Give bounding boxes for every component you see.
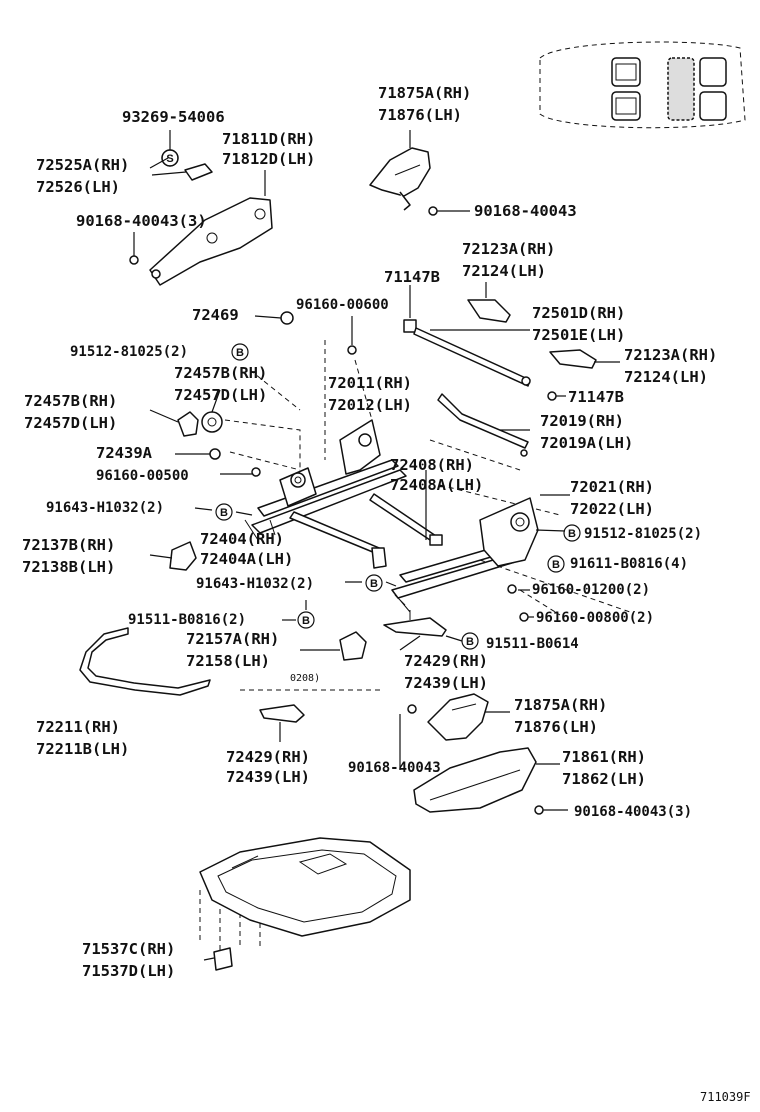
label-90168-40043-3-a: 90168-40043(3) [76, 212, 207, 230]
label-72501e-lh: 72501E(LH) [532, 326, 625, 344]
bolt-b-badge-icon: B [365, 574, 383, 592]
label-72469: 72469 [192, 306, 239, 324]
label-72439a: 72439A [96, 444, 153, 462]
label-90168-40043-top: 90168-40043 [474, 202, 577, 220]
bolt-b-badge-icon: B [461, 632, 479, 650]
label-71812d-lh: 71812D(LH) [222, 150, 315, 168]
label-72123a-rh-top: 72123A(RH) [462, 240, 555, 258]
svg-text:B: B [466, 636, 474, 648]
label-91512-81025-2-right: 91512-81025(2) [584, 526, 702, 542]
label-72138b-lh: 72138B(LH) [22, 558, 115, 576]
label-72011-rh: 72011(RH) [328, 374, 412, 392]
bolt-b-badge-icon: B [547, 555, 565, 573]
center-cross-bar-part [289, 493, 443, 569]
label-72457d-lh-b: 72457D(LH) [24, 414, 117, 432]
svg-text:B: B [552, 559, 560, 571]
screw-s-badge-icon: S [161, 149, 179, 167]
label-91512-81025-2-left: 91512-81025(2) [70, 344, 188, 360]
label-96160-00600: 96160-00600 [296, 297, 389, 313]
seat-shield-71861-part [413, 747, 544, 815]
cap-71537c-part [213, 947, 233, 971]
label-72404a-lh: 72404A(LH) [200, 550, 293, 568]
label-72158-lh: 72158(LH) [186, 652, 270, 670]
label-72439-lh-b: 72439(LH) [226, 768, 310, 786]
label-72457b-rh-b: 72457B(RH) [24, 392, 117, 410]
svg-text:B: B [236, 347, 244, 359]
svg-text:B: B [220, 507, 228, 519]
label-90168-40043-3-b: 90168-40043(3) [574, 804, 692, 820]
label-71875a-rh-top: 71875A(RH) [378, 84, 471, 102]
svg-text:S: S [166, 153, 173, 165]
bolt-b-badge-icon: B [231, 343, 249, 361]
bolt-b-badge-icon: B [563, 524, 581, 542]
label-72124-lh-mid: 72124(LH) [624, 368, 708, 386]
label-71876-lh-bot: 71876(LH) [514, 718, 598, 736]
hinge-cover-upper-part [369, 147, 438, 216]
label-71875a-rh-bot: 71875A(RH) [514, 696, 607, 714]
bracket-72157a-part [339, 631, 367, 661]
bolt-b-badge-icon: B [215, 503, 233, 521]
label-72408a-lh: 72408A(LH) [390, 476, 483, 494]
label-72526-lh: 72526(LH) [36, 178, 120, 196]
svg-text:B: B [370, 578, 378, 590]
bracket-72429-upper-part [383, 610, 447, 637]
diagram-reference-code: 711039F [700, 1090, 751, 1104]
label-91511-b0614: 91511-B0614 [486, 636, 579, 652]
bracket-72429-lower-part [259, 704, 305, 723]
label-91643-h1032-2-b: 91643-H1032(2) [196, 576, 314, 592]
label-71537c-rh: 71537C(RH) [82, 940, 175, 958]
label-72124-lh-top: 72124(LH) [462, 262, 546, 280]
label-72525a-rh: 72525A(RH) [36, 156, 129, 174]
wire-72211-part [79, 627, 211, 696]
label-72157a-rh: 72157A(RH) [186, 630, 279, 648]
label-91611-b0816-4: 91611-B0816(4) [570, 556, 688, 572]
adjuster-rod-part [437, 393, 529, 457]
label-72137b-rh: 72137B(RH) [22, 536, 115, 554]
label-72019a-lh: 72019A(LH) [540, 434, 633, 452]
label-91643-h1032-2-a: 91643-H1032(2) [46, 500, 164, 516]
label-71861-rh: 71861(RH) [562, 748, 646, 766]
label-72211b-lh: 72211B(LH) [36, 740, 129, 758]
label-72408-rh: 72408(RH) [390, 456, 474, 474]
label-72439-lh-a: 72439(LH) [404, 674, 488, 692]
label-72429-rh-b: 72429(RH) [226, 748, 310, 766]
bracket-72137b-part [169, 541, 197, 571]
label-71147b-top: 71147B [384, 268, 440, 286]
svg-text:B: B [302, 615, 310, 627]
bolt-b-badge-icon: B [297, 611, 315, 629]
label-71147b-mid: 71147B [568, 388, 624, 406]
label-72019-rh: 72019(RH) [540, 412, 624, 430]
label-72022-lh: 72022(LH) [570, 500, 654, 518]
gear-knob-part [177, 411, 223, 437]
label-93269-54006: 93269-54006 [122, 108, 225, 126]
label-72123a-rh-mid: 72123A(RH) [624, 346, 717, 364]
hinge-cover-lower-part [407, 693, 489, 741]
label-71876-lh-top: 71876(LH) [378, 106, 462, 124]
label-96160-00500: 96160-00500 [96, 468, 189, 484]
label-91511-b0816-2: 91511-B0816(2) [128, 612, 246, 628]
label-72404-rh: 72404(RH) [200, 530, 284, 548]
label-71537d-lh: 71537D(LH) [82, 962, 175, 980]
svg-text:B: B [568, 528, 576, 540]
label-72429-rh-a: 72429(RH) [404, 652, 488, 670]
label-72457d-lh-a: 72457D(LH) [174, 386, 267, 404]
label-72012-lh: 72012(LH) [328, 396, 412, 414]
label-90168-40043-bot: 90168-40043 [348, 760, 441, 776]
seat-cushion-frame-part [199, 837, 411, 937]
washer-72469-part [280, 311, 294, 325]
label-72457b-rh-a: 72457B(RH) [174, 364, 267, 382]
label-72501d-rh: 72501D(RH) [532, 304, 625, 322]
seat-track-left-rail-part [244, 419, 407, 541]
label-71862-lh: 71862(LH) [562, 770, 646, 788]
label-72021-rh: 72021(RH) [570, 478, 654, 496]
label-96160-00800-2: 96160-00800(2) [536, 610, 654, 626]
seat-track-right-rail-part [391, 497, 539, 622]
release-cable-part [403, 299, 597, 401]
label-72211-rh: 72211(RH) [36, 718, 120, 736]
label-71811d-rh: 71811D(RH) [222, 130, 315, 148]
vehicle-seat-locator-icon [539, 41, 746, 129]
label-0208: 0208) [290, 673, 320, 684]
label-96160-01200-2: 96160-01200(2) [532, 582, 650, 598]
